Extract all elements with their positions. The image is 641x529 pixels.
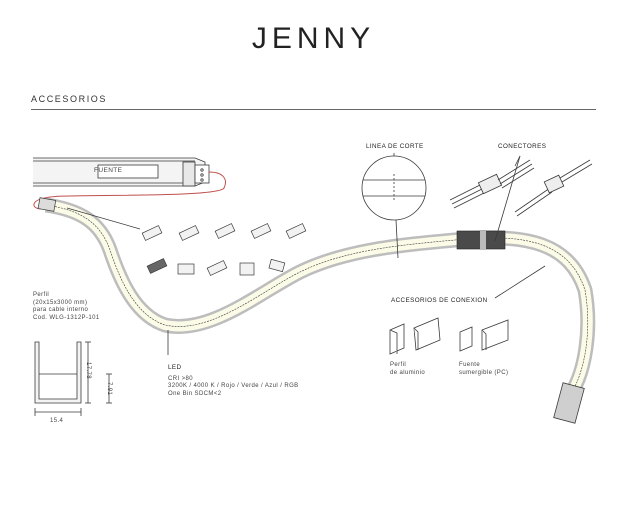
aluminium-profile-caption: Perfil de aluminio	[390, 362, 425, 377]
page-title: JENNY	[251, 22, 376, 55]
led-spec-line: CRI >80	[168, 375, 193, 382]
dimension-height: 17.78	[85, 362, 91, 380]
dimension-width: 15.4	[50, 418, 64, 424]
aluminium-profile-caption-line: de aluminio	[390, 369, 426, 376]
connection-accessories-label: ACCESORIOS DE CONEXION	[391, 297, 488, 304]
led-spec-line: 3200K / 4000 K / Rojo / Verde / Azul / R…	[168, 383, 299, 390]
cut-line-detail	[361, 153, 427, 259]
power-supply-label: FUENTE	[94, 167, 123, 174]
submersible-supply-caption-line: sumergible (PC)	[459, 369, 509, 376]
profile-spec-line: Cod. WLG-1312P-101	[33, 314, 100, 321]
small-accessories-drawing	[66, 207, 307, 276]
connectors-drawing	[449, 155, 593, 242]
power-supply-drawing	[33, 157, 226, 210]
section-divider	[31, 109, 596, 110]
aluminium-profile-caption-line: Perfil	[390, 362, 407, 368]
led-spec-title: LED	[168, 364, 182, 371]
profile-spec-line: para cable interno	[33, 307, 89, 313]
led-strip-drawing	[37, 197, 596, 424]
dimension-inner: 7.91	[106, 382, 112, 396]
led-spec: LED CRI >80 3200K / 4000 K / Rojo / Verd…	[168, 364, 299, 398]
submersible-supply-caption: Fuente sumergible (PC)	[459, 362, 508, 377]
cut-line-label: LINEA DE CORTE	[366, 143, 424, 150]
connectors-label: CONECTORES	[498, 143, 547, 150]
section-title: ACCESORIOS	[31, 94, 108, 104]
profile-spec: Perfil (20x15x3000 mm) para cable intern…	[33, 292, 100, 322]
profile-section-drawing	[34, 330, 169, 416]
profile-spec-line: Perfil	[33, 292, 50, 298]
submersible-supply-caption-line: Fuente	[459, 362, 481, 368]
connection-accessories-drawing	[389, 265, 546, 355]
profile-spec-line: (20x15x3000 mm)	[33, 299, 88, 306]
led-spec-line: One Bin SDCM<2	[168, 390, 222, 397]
